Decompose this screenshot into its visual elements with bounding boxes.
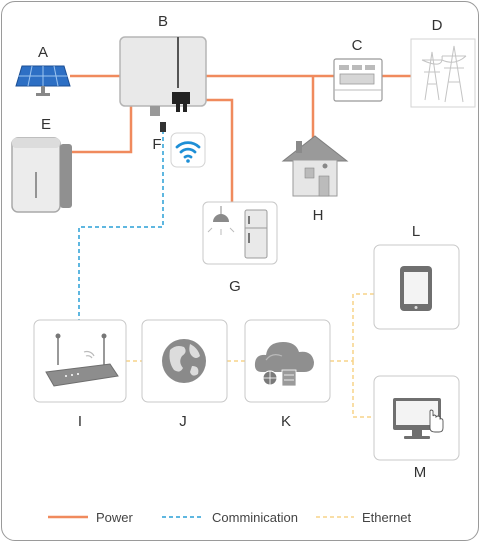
communication-line-f-i <box>78 130 164 320</box>
power-line-b-e <box>72 106 133 154</box>
label-d: D <box>432 17 443 34</box>
legend-ethernet-label: Ethernet <box>362 510 412 525</box>
monitor-icon <box>393 398 444 439</box>
label-a: A <box>38 44 48 61</box>
legend-communication-label: Comminication <box>212 510 298 525</box>
label-m: M <box>414 464 427 481</box>
energy-meter-icon <box>333 58 383 102</box>
cloud-server-icon <box>254 342 314 387</box>
ethernet-line-to-m <box>352 361 374 418</box>
ethernet-lines <box>126 293 374 418</box>
inverter-icon <box>119 36 207 116</box>
tablet-icon <box>400 266 432 311</box>
wifi-icon <box>160 122 206 168</box>
label-e: E <box>41 116 51 133</box>
label-g: G <box>229 278 241 295</box>
grid-box <box>410 38 476 108</box>
label-k: K <box>281 413 291 430</box>
globe-icon <box>162 339 206 383</box>
label-l: L <box>412 223 420 240</box>
legend-power-label: Power <box>96 510 134 525</box>
label-h: H <box>313 207 324 224</box>
household-loads-icon <box>207 206 268 259</box>
ethernet-line-to-l <box>352 293 374 361</box>
label-c: C <box>352 37 363 54</box>
solar-panel-icon <box>15 65 71 96</box>
legend: Power Comminication Ethernet <box>48 510 412 525</box>
label-b: B <box>158 13 168 30</box>
battery-icon <box>11 137 72 213</box>
house-icon <box>281 135 349 197</box>
router-box <box>33 319 127 403</box>
power-grid-tower-icon <box>421 45 467 103</box>
label-j: J <box>179 413 187 430</box>
label-i: I <box>78 413 82 430</box>
router-icon <box>45 333 119 387</box>
label-f: F <box>152 136 161 153</box>
